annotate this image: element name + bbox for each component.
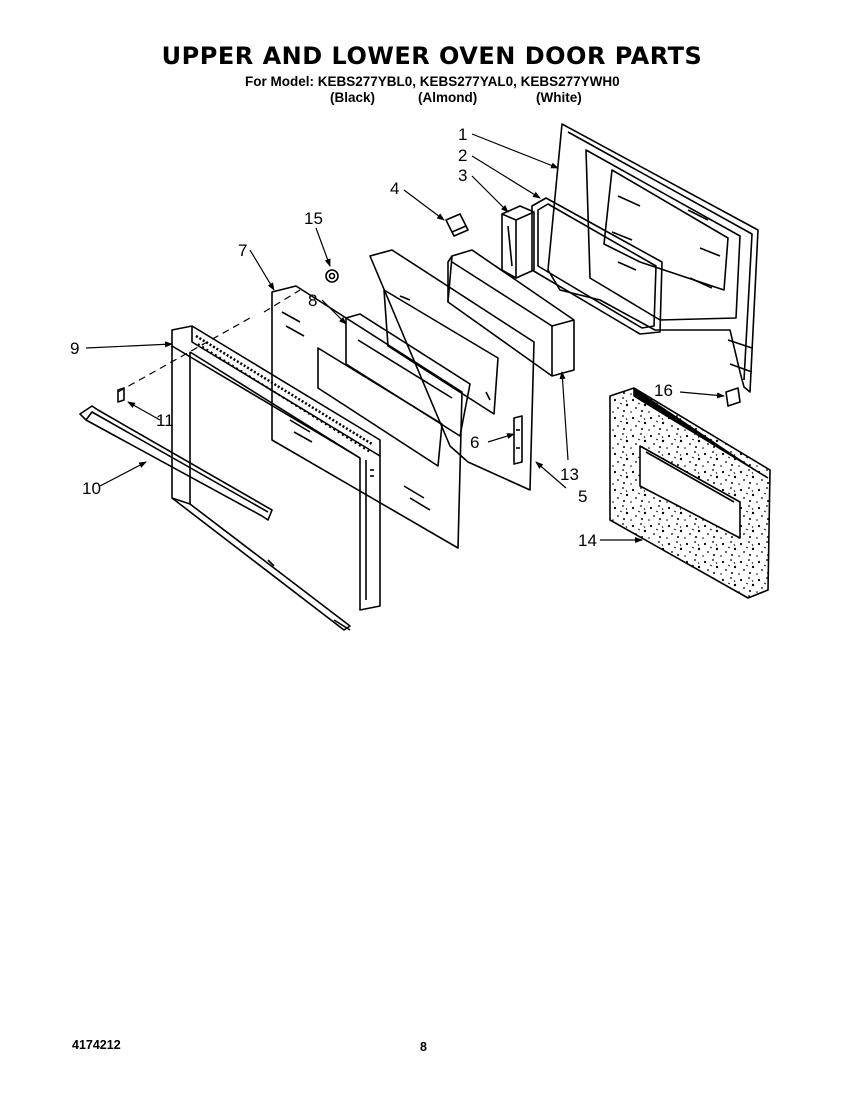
door-screw bbox=[325, 269, 339, 283]
model-line: For Model: KEBS277YBL0, KEBS277YAL0, KEB… bbox=[245, 74, 620, 89]
callout-numbers: 1 2 3 4 5 6 7 8 9 10 11 13 14 15 16 bbox=[70, 125, 673, 550]
outer-glass-panel bbox=[271, 285, 463, 549]
assembly-guide-line bbox=[117, 317, 251, 393]
callout-4: 4 bbox=[390, 179, 399, 198]
callout-14: 14 bbox=[578, 531, 597, 550]
middle-glass-panel bbox=[345, 313, 471, 437]
page-number: 8 bbox=[420, 1040, 427, 1054]
assembly-guide-line bbox=[263, 289, 301, 313]
foam-insulation-pad bbox=[609, 387, 771, 599]
callout-5: 5 bbox=[578, 487, 587, 506]
handle-bracket bbox=[513, 415, 523, 465]
color-label-white: (White) bbox=[536, 90, 582, 105]
callout-2: 2 bbox=[458, 146, 467, 165]
spacer-clip bbox=[117, 387, 125, 403]
door-trim-strip bbox=[79, 405, 273, 521]
door-clip bbox=[445, 213, 469, 237]
color-label-almond: (Almond) bbox=[418, 90, 478, 105]
callout-1: 1 bbox=[458, 125, 467, 144]
callout-leaders bbox=[85, 133, 725, 543]
callout-7: 7 bbox=[238, 241, 247, 260]
inner-door-liner bbox=[547, 123, 759, 393]
document-number: 4174212 bbox=[72, 1038, 121, 1052]
outer-door-frame bbox=[171, 325, 381, 631]
glass-frame-box bbox=[447, 249, 575, 377]
callout-10: 10 bbox=[82, 479, 101, 498]
callout-8: 8 bbox=[308, 291, 317, 310]
callout-11: 11 bbox=[156, 411, 174, 430]
color-label-black: (Black) bbox=[330, 90, 376, 105]
door-gasket bbox=[531, 197, 663, 335]
page-title: UPPER AND LOWER OVEN DOOR PARTS bbox=[161, 42, 703, 70]
callout-9: 9 bbox=[70, 339, 79, 358]
callout-16: 16 bbox=[654, 381, 673, 400]
callout-15: 15 bbox=[304, 209, 323, 228]
callout-3: 3 bbox=[458, 166, 467, 185]
inner-glass-panel bbox=[369, 249, 535, 491]
callout-13: 13 bbox=[560, 465, 579, 484]
insulation-block bbox=[501, 205, 535, 279]
door-stop bbox=[725, 387, 741, 407]
callout-6: 6 bbox=[470, 433, 479, 452]
